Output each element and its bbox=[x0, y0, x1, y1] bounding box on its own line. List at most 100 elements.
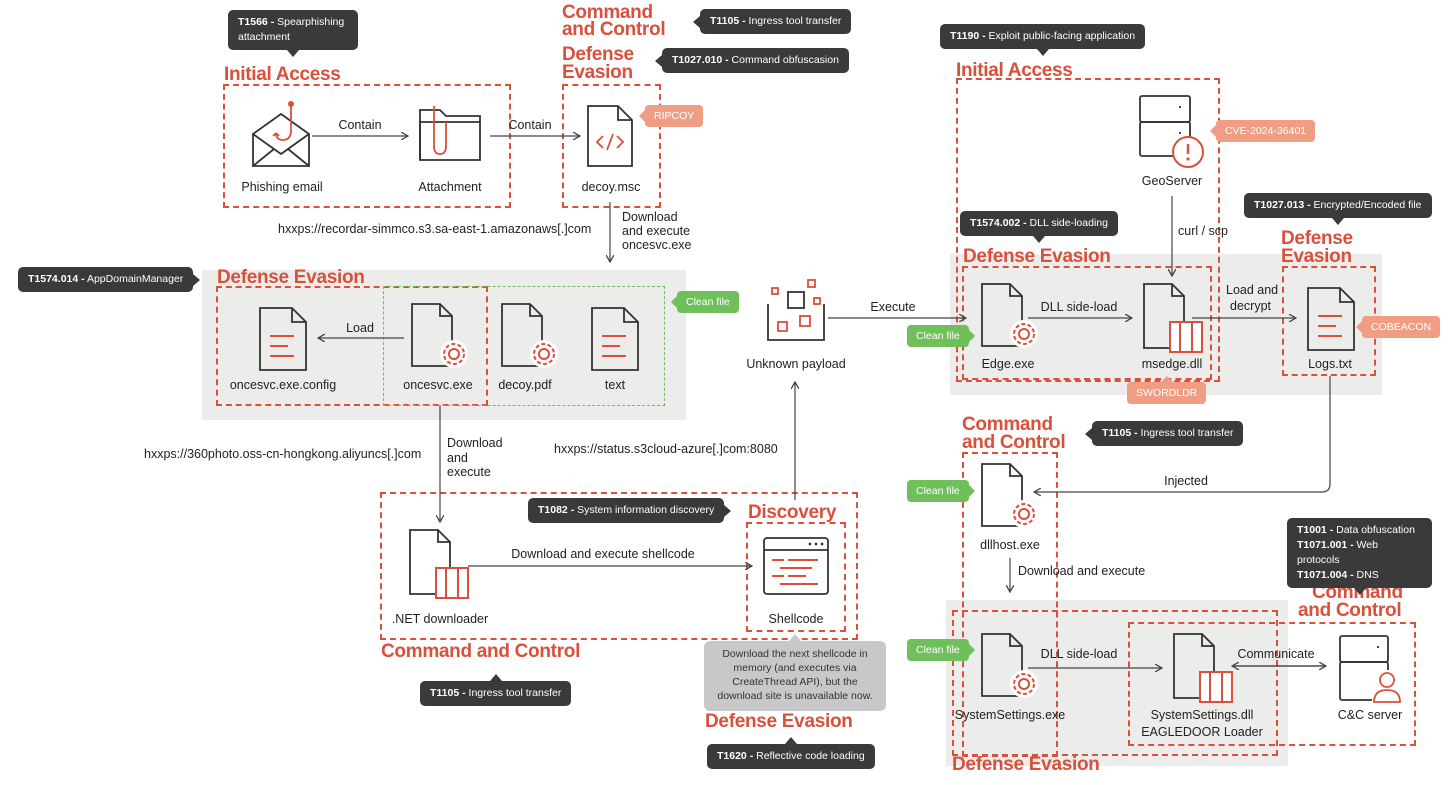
badge-clean-2: Clean file bbox=[907, 325, 975, 347]
edge-curl: curl / scp bbox=[1178, 224, 1229, 238]
box-command-control-2 bbox=[962, 452, 1058, 757]
node-geoserver-label: GeoServer bbox=[1141, 174, 1203, 188]
url-360photo: hxxps://360photo.oss-cn-hongkong.aliyunc… bbox=[144, 447, 422, 461]
title-defense-evasion-4b: Evasion bbox=[1281, 246, 1352, 267]
tag-t1027-010: T1027.010 - Command obfuscasion bbox=[655, 48, 849, 73]
box-initial-access-1 bbox=[223, 84, 511, 208]
node-net-label: .NET downloader bbox=[391, 612, 489, 626]
edge-download-2c: execute bbox=[447, 465, 491, 479]
config-file-icon bbox=[259, 307, 307, 371]
tag-t1190: T1190 - Exploit public-facing applicatio… bbox=[940, 24, 1146, 56]
dll-file-icon bbox=[1173, 633, 1233, 703]
badge-cve: CVE-2024-36401 bbox=[1209, 120, 1316, 142]
box-defense-evasion-6 bbox=[952, 610, 1278, 756]
url-recordar: hxxps://recordar-simmco.s3.sa-east-1.ama… bbox=[278, 222, 592, 236]
edge-download-2a: Download bbox=[447, 436, 503, 450]
tag-t1105-c: T1105 - Ingress tool transfer bbox=[420, 674, 572, 706]
dll-file-icon bbox=[409, 529, 469, 599]
edge-download-1b: and execute bbox=[622, 224, 691, 238]
box-decoy-msc bbox=[562, 84, 661, 208]
box-command-control-4 bbox=[1128, 622, 1416, 746]
node-config-label: oncesvc.exe.config bbox=[229, 378, 337, 392]
title-command-control-3: Command and Control bbox=[381, 641, 581, 662]
node-text-label: text bbox=[604, 378, 626, 392]
edge-execute: Execute bbox=[870, 300, 916, 314]
edge-download-shellcode: Download and execute shellcode bbox=[511, 547, 695, 561]
badge-clean-3: Clean file bbox=[907, 480, 975, 502]
server-user-icon bbox=[1339, 635, 1402, 704]
exe-gear-file-icon bbox=[981, 633, 1038, 698]
badge-clean-1: Clean file bbox=[671, 291, 739, 313]
edge-download-1a: Download bbox=[622, 210, 678, 224]
title-defense-evasion-4a: Defense bbox=[1281, 228, 1353, 249]
node-shellcode-label: Shellcode bbox=[768, 612, 824, 626]
unknown-payload-icon bbox=[767, 279, 825, 341]
text-file-icon bbox=[1307, 287, 1355, 351]
title-command-control-1a: Command bbox=[562, 2, 653, 23]
dll-file-icon bbox=[1143, 283, 1203, 353]
server-alert-icon bbox=[1139, 95, 1204, 168]
node-cnc-label: C&C server bbox=[1337, 708, 1403, 722]
box-defense-evasion-2 bbox=[216, 286, 488, 406]
node-syssettings-dll-label: SystemSettings.dll bbox=[1150, 708, 1254, 722]
title-command-control-1b: and Control bbox=[562, 19, 666, 40]
text-file-icon bbox=[591, 307, 639, 371]
node-decoy-msc-label: decoy.msc bbox=[581, 180, 641, 194]
edge-contain-2: Contain bbox=[508, 118, 552, 132]
box-clean-files bbox=[383, 286, 665, 406]
exe-gear-file-icon bbox=[981, 463, 1038, 528]
title-defense-evasion-5: Defense Evasion bbox=[705, 711, 853, 732]
tag-t1027-013: T1027.013 - Encrypted/Encoded file bbox=[1244, 193, 1432, 225]
title-command-control-4b: and Control bbox=[1298, 600, 1402, 621]
box-initial-access-2 bbox=[956, 78, 1220, 382]
node-edge-label: Edge.exe bbox=[981, 357, 1035, 371]
badge-swordldr: SWORDLDR bbox=[1127, 376, 1207, 404]
edge-sideload-2: DLL side-load bbox=[1040, 647, 1118, 661]
node-phishing-label: Phishing email bbox=[241, 180, 323, 194]
shellcode-note: Download the next shellcode in memory (a… bbox=[704, 634, 886, 711]
badge-ripcoy: RIPCOY bbox=[638, 105, 704, 127]
box-shellcode bbox=[746, 522, 846, 632]
node-msedge-label: msedge.dll bbox=[1141, 357, 1203, 371]
box-command-control-3 bbox=[380, 492, 858, 640]
edge-download-3: Download and execute bbox=[1018, 564, 1146, 578]
node-unknown-label: Unknown payload bbox=[746, 357, 846, 371]
pdf-gear-file-icon bbox=[501, 303, 558, 368]
tag-t1574-002: T1574.002 - DLL side-loading bbox=[960, 211, 1118, 243]
title-defense-evasion-3: Defense Evasion bbox=[963, 246, 1111, 267]
edge-communicate: Communicate bbox=[1237, 647, 1315, 661]
shellcode-window-icon bbox=[763, 537, 829, 595]
tag-t1566: T1566 - Spearphishing attachment bbox=[228, 10, 358, 57]
edge-load-decrypt-b: decrypt bbox=[1230, 299, 1271, 313]
exe-gear-file-icon bbox=[981, 283, 1038, 348]
title-defense-evasion-1a: Defense bbox=[562, 44, 634, 65]
edge-contain-1: Contain bbox=[338, 118, 382, 132]
node-dllhost-label: dllhost.exe bbox=[980, 538, 1040, 552]
url-status: hxxps://status.s3cloud-azure[.]com:8080 bbox=[554, 442, 778, 456]
edge-load: Load bbox=[346, 321, 374, 335]
envelope-icon bbox=[252, 101, 310, 167]
node-decoy-pdf-label: decoy.pdf bbox=[498, 378, 552, 392]
tag-t1082: T1082 - System information discovery bbox=[528, 498, 732, 523]
title-defense-evasion-6: Defense Evasion bbox=[952, 754, 1100, 775]
badge-clean-4: Clean file bbox=[907, 639, 975, 661]
edge-download-1c: oncesvc.exe bbox=[622, 238, 692, 252]
attachment-icon bbox=[419, 106, 481, 161]
node-attachment-label: Attachment bbox=[418, 180, 482, 194]
title-command-control-2b: and Control bbox=[962, 432, 1066, 453]
edge-load-decrypt-a: Load and bbox=[1226, 283, 1279, 297]
title-defense-evasion-2: Defense Evasion bbox=[217, 267, 365, 288]
box-defense-evasion-3 bbox=[962, 266, 1212, 380]
edge-download-2b: and bbox=[447, 451, 468, 465]
tag-t1105-a: T1105 - Ingress tool transfer bbox=[692, 9, 852, 34]
node-eagledoor-label: EAGLEDOOR Loader bbox=[1141, 725, 1263, 739]
exe-gear-file-icon bbox=[411, 303, 468, 368]
code-file-icon bbox=[587, 105, 633, 167]
tag-t1001-group: T1001 - Data obfuscation T1071.001 - Web… bbox=[1287, 518, 1432, 595]
title-initial-access-1: Initial Access bbox=[224, 64, 341, 85]
tag-t1105-b: T1105 - Ingress tool transfer bbox=[1084, 421, 1244, 446]
title-initial-access-2: Initial Access bbox=[956, 60, 1073, 81]
badge-cobeacon: COBEACON bbox=[1355, 316, 1441, 338]
